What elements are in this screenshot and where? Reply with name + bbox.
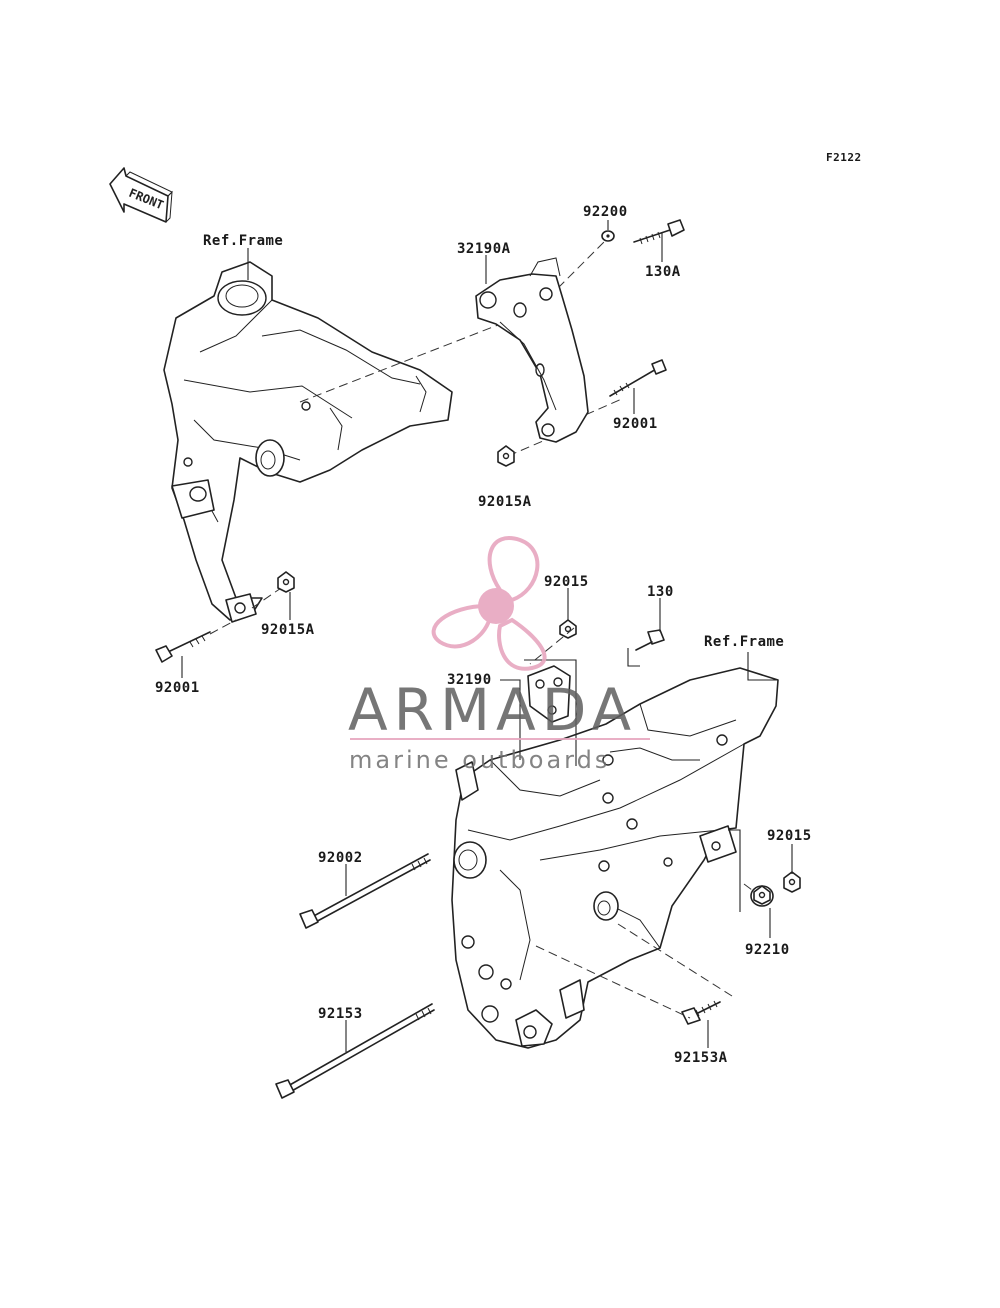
diagram-code: F2122: [826, 151, 862, 164]
alignment-line: [251, 585, 285, 609]
callout-130A: 130A: [645, 264, 681, 280]
alignment-line: [617, 923, 733, 997]
watermark-divider: [350, 738, 650, 740]
bolt-92001-right-drawing: [609, 359, 667, 397]
callout-92015-top: 92015: [544, 574, 589, 590]
propeller-icon: [431, 536, 547, 671]
watermark-tagline: marine outboards: [349, 746, 611, 774]
bracket-32190-drawing: [527, 665, 571, 723]
bracket-32190A-drawing: [475, 257, 589, 443]
callout-130: 130: [647, 584, 674, 600]
callout-92153: 92153: [318, 1006, 363, 1022]
ref-frame-bottom-drawing: [451, 667, 779, 1049]
alignment-line: [507, 437, 551, 457]
front-arrow-icon: FRONT: [109, 167, 173, 223]
callout-ref-frame-top: Ref.Frame: [203, 233, 284, 249]
callout-92015A-left: 92015A: [261, 622, 315, 638]
callout-32190A: 32190A: [457, 241, 511, 257]
callout-92200: 92200: [583, 204, 628, 220]
callout-92002: 92002: [318, 850, 363, 866]
callout-92001-right: 92001: [613, 416, 658, 432]
bolt-92153-drawing: [275, 1003, 435, 1099]
leader-lines: [181, 220, 793, 1052]
bolt-130-drawing: [635, 629, 665, 651]
watermark-brand: ARMADA: [348, 676, 638, 744]
callout-92015-right: 92015: [767, 828, 812, 844]
alignment-line: [209, 619, 237, 635]
alignment-line: [299, 317, 517, 403]
nut-92210-drawing: [750, 885, 774, 907]
bolt-92153A-drawing: [681, 1000, 721, 1025]
bolt-92002-drawing: [299, 853, 431, 929]
callout-92153A: 92153A: [674, 1050, 728, 1066]
bolt-92001-left-drawing: [155, 631, 211, 663]
callout-92210: 92210: [745, 942, 790, 958]
callout-ref-frame-bottom: Ref.Frame: [704, 634, 785, 650]
callout-32190: 32190: [447, 672, 492, 688]
callout-92001-left: 92001: [155, 680, 200, 696]
alignment-line: [559, 397, 625, 427]
alignment-line: [743, 883, 753, 891]
ref-frame-top-drawing: [163, 261, 453, 623]
alignment-line: [529, 627, 575, 665]
alignment-line: [535, 945, 691, 1019]
callout-92015A-top: 92015A: [478, 494, 532, 510]
bolt-130A-drawing: [633, 219, 685, 245]
